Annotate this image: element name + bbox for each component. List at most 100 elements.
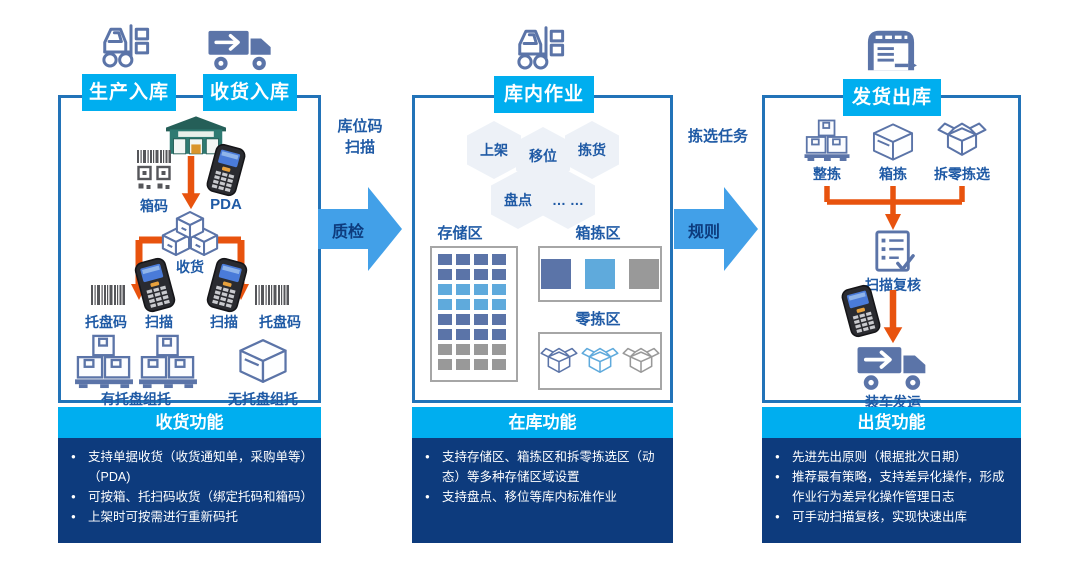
storage-cell xyxy=(438,269,452,280)
in-warehouse-function-body: 支持存储区、箱拣区和拆零拣选区（动态）等多种存储区域设置 支持盘点、移位等库内标… xyxy=(412,438,673,543)
outbound-function-body: 先进先出原则（根据批次日期） 推荐最有策略，支持差异化操作，形成作业行为差异化操… xyxy=(762,438,1021,543)
storage-cell xyxy=(456,284,470,295)
forklift-icon xyxy=(511,22,567,72)
load-ship-label: 装车发运 xyxy=(865,394,921,410)
storage-cell xyxy=(474,269,488,280)
receiving-function-body: 支持单据收货（收货通知单，采购单等）（PDA) 可按箱、托扫码收货（绑定托码和箱… xyxy=(58,438,321,543)
forklift-icon xyxy=(96,20,152,70)
open-box-icon xyxy=(581,345,619,377)
pallet-code-right-label: 托盘码 xyxy=(259,314,301,330)
storage-zone-box xyxy=(430,246,518,382)
full-pallet-pick-label: 整拣 xyxy=(813,166,841,182)
hex-more: … … xyxy=(541,171,595,229)
pda-label: PDA xyxy=(210,196,242,213)
inbound-panel: 箱码 PDA 收货 托盘码 扫描 扫描 托盘码 有托盘组托 无托盘组托 xyxy=(58,95,321,407)
tag-receiving-inbound: 收货入库 xyxy=(203,74,297,111)
case-pick-slots xyxy=(540,248,660,300)
warehouse-out-icon xyxy=(864,26,918,76)
bullet-item: 可按箱、托扫码收货（绑定托码和箱码） xyxy=(64,487,313,507)
storage-cell xyxy=(456,299,470,310)
storage-grid xyxy=(432,248,516,376)
storage-cell xyxy=(474,344,488,355)
truck-inbound-icon xyxy=(208,28,274,72)
storage-cell xyxy=(492,359,506,370)
case-pick-zone-box xyxy=(538,246,662,302)
piece-pick-zone-box xyxy=(538,332,662,390)
storage-cell xyxy=(492,254,506,265)
storage-zone-label: 存储区 xyxy=(437,225,483,242)
storage-cell xyxy=(492,269,506,280)
outbound-function-header: 出货功能 xyxy=(762,407,1021,438)
case-slot xyxy=(585,259,615,289)
open-box-icon xyxy=(540,345,578,377)
storage-cell xyxy=(474,314,488,325)
receive-label: 收货 xyxy=(176,259,204,275)
receiving-function-bullets: 支持单据收货（收货通知单，采购单等）（PDA) 可按箱、托扫码收货（绑定托码和箱… xyxy=(64,447,313,527)
truck-outbound-icon xyxy=(855,344,931,392)
storage-cell xyxy=(438,344,452,355)
case-pick-zone-label: 箱拣区 xyxy=(575,225,621,242)
bullet-item: 支持单据收货（收货通知单，采购单等）（PDA) xyxy=(64,447,311,487)
pallet-barcode-icon xyxy=(255,285,289,305)
storage-cell xyxy=(438,359,452,370)
bullet-item: 支持存储区、箱拣区和拆零拣选区（动态）等多种存储区域设置 xyxy=(418,447,663,487)
hex-pick: 拣货 xyxy=(565,121,619,179)
storage-cell xyxy=(474,284,488,295)
storage-cell xyxy=(492,344,506,355)
storage-cell xyxy=(492,314,506,325)
storage-cell xyxy=(438,284,452,295)
checklist-icon xyxy=(873,230,915,274)
box-code-label: 箱码 xyxy=(140,198,168,214)
connector2-label: 拣选任务 xyxy=(687,128,748,145)
pallet-boxes-icon xyxy=(137,333,199,389)
piece-pick-zone-label: 零拣区 xyxy=(575,311,621,328)
storage-cell xyxy=(474,329,488,340)
bullet-item: 推荐最有策略，支持差异化操作，形成作业行为差异化操作管理日志 xyxy=(768,467,1011,507)
storage-cell xyxy=(456,359,470,370)
quality-check-label: 质检 xyxy=(331,224,364,241)
scan-left-label: 扫描 xyxy=(145,314,173,330)
tag-in-warehouse: 库内作业 xyxy=(494,76,594,113)
outbound-function-bullets: 先进先出原则（根据批次日期） 推荐最有策略，支持差异化操作，形成作业行为差异化操… xyxy=(768,447,1011,527)
storage-cell xyxy=(474,254,488,265)
pallet-code-left-label: 托盘码 xyxy=(85,314,127,330)
bullet-item: 支持盘点、移位等库内标准作业 xyxy=(418,487,663,507)
scan-review-label: 扫描复核 xyxy=(865,277,921,293)
case-pick-label: 箱拣 xyxy=(879,166,907,182)
in-warehouse-function-bullets: 支持存储区、箱拣区和拆零拣选区（动态）等多种存储区域设置 支持盘点、移位等库内标… xyxy=(418,447,663,507)
connector1-label: 库位码 扫描 xyxy=(337,118,383,156)
storage-cell xyxy=(438,314,452,325)
box-code-icon xyxy=(137,150,171,194)
in-warehouse-function-header: 在库功能 xyxy=(412,407,673,438)
open-box-icon xyxy=(937,118,987,162)
storage-cell xyxy=(492,284,506,295)
in-warehouse-panel: 上架 移位 拣货 盘点 … … 存储区 箱拣区 零拣区 xyxy=(412,95,673,403)
case-slot xyxy=(629,259,659,289)
storage-cell xyxy=(474,359,488,370)
receive-cubes-icon xyxy=(161,210,219,257)
with-pallet-label: 有托盘组托 xyxy=(101,391,171,407)
hex-count: 盘点 xyxy=(491,171,545,229)
bullet-item: 上架时可按需进行重新码托 xyxy=(64,507,311,527)
scan-right-label: 扫描 xyxy=(210,314,238,330)
tag-production-inbound: 生产入库 xyxy=(82,74,176,111)
storage-cell xyxy=(456,329,470,340)
orange-down-arrow xyxy=(882,290,904,344)
storage-cell xyxy=(438,254,452,265)
without-pallet-label: 无托盘组托 xyxy=(228,391,298,407)
storage-cell xyxy=(456,344,470,355)
hex-putaway: 上架 xyxy=(467,121,521,179)
storage-cell xyxy=(492,329,506,340)
pallet-boxes-icon xyxy=(803,118,851,162)
bullet-item: 可手动扫描复核，实现快速出库 xyxy=(768,507,1011,527)
case-slot xyxy=(541,259,571,289)
storage-cell xyxy=(438,299,452,310)
storage-cell xyxy=(438,329,452,340)
outbound-panel: 整拣 箱拣 拆零拣选 扫描复核 装车发运 xyxy=(762,95,1021,410)
pallet-boxes-icon xyxy=(73,333,135,389)
piece-pick-slots xyxy=(540,334,660,388)
orange-merge-connector xyxy=(824,186,965,230)
bullet-item: 先进先出原则（根据批次日期） xyxy=(768,447,1011,467)
closed-box-icon xyxy=(237,338,289,384)
